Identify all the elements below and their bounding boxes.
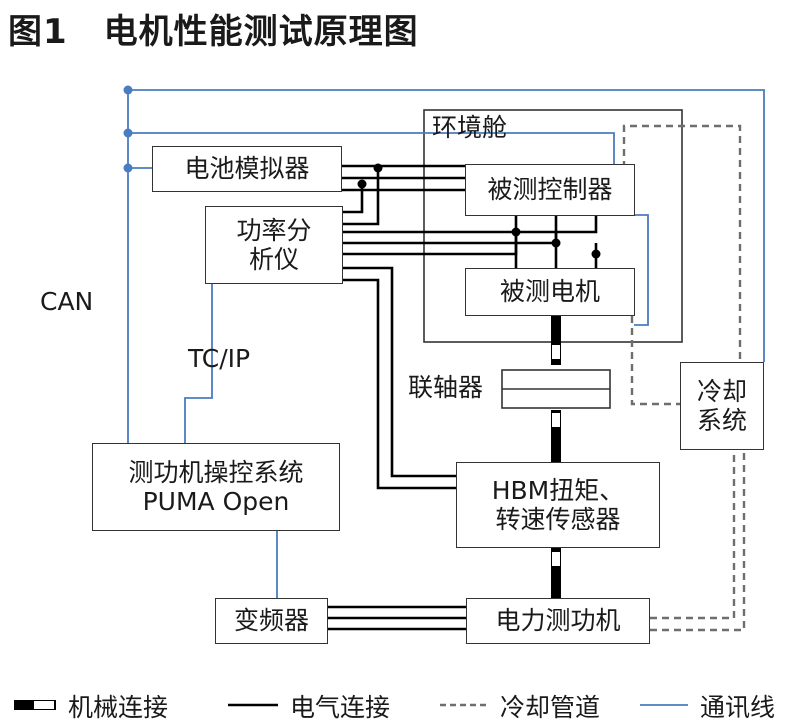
power-analyzer-line2: 析仪 [248, 245, 299, 274]
cooling-system-box: 冷却系统 [680, 362, 764, 450]
power-analyzer-box: 功率分析仪 [205, 206, 343, 284]
figure-title: 图1 电机性能测试原理图 [8, 4, 419, 53]
battery-simulator-box: 电池模拟器 [152, 146, 342, 192]
dut-controller-box: 被测控制器 [465, 164, 635, 216]
communication-lines [127, 89, 765, 598]
inverter-box: 变频器 [215, 598, 328, 644]
figure-title-text: 电机性能测试原理图 [103, 12, 419, 52]
tcip-line [184, 283, 213, 443]
legend-communication: 通讯线 [700, 693, 776, 722]
tcip-label: TC/IP [188, 344, 251, 373]
cooling-system-line2: 系统 [696, 406, 747, 435]
dynamometer-label: 电力测功机 [495, 606, 621, 636]
coupling-label: 联轴器 [408, 373, 484, 402]
torque-sensor-box: HBM扭矩、转速传感器 [456, 462, 660, 548]
battery-simulator-label: 电池模拟器 [184, 154, 310, 184]
electrical-junctions [357, 163, 601, 259]
inverter-label: 变频器 [233, 606, 309, 636]
cooling-pipes [622, 124, 746, 632]
can-label: CAN [40, 287, 94, 316]
dut-motor-label: 被测电机 [499, 277, 600, 307]
environment-chamber-label: 环境舱 [432, 113, 508, 142]
can-junctions [123, 85, 133, 173]
controller-motor-line [634, 214, 649, 326]
torque-sensor-line2: 转速传感器 [495, 505, 621, 534]
electrical-lines [328, 164, 598, 631]
legend-mechanical: 机械连接 [68, 693, 169, 722]
power-analyzer-line1: 功率分 [236, 215, 312, 245]
torque-sensor-line1: HBM扭矩、 [491, 475, 625, 505]
dut-motor-box: 被测电机 [465, 268, 635, 316]
dyno-control-line1: 测功机操控系统 [128, 457, 304, 487]
can-line-controller [128, 132, 615, 170]
dyno-control-line2: PUMA Open [142, 487, 290, 516]
legend-glyphs [14, 700, 688, 710]
legend-electrical: 电气连接 [290, 693, 391, 722]
can-line-cooling [128, 89, 765, 362]
figure-number: 图1 [8, 12, 68, 52]
mechanical-shafts [551, 315, 561, 600]
legend-cooling: 冷却管道 [500, 693, 601, 722]
dut-controller-label: 被测控制器 [487, 175, 613, 205]
cooling-system-line1: 冷却 [696, 376, 747, 406]
dynamometer-box: 电力测功机 [466, 598, 650, 644]
